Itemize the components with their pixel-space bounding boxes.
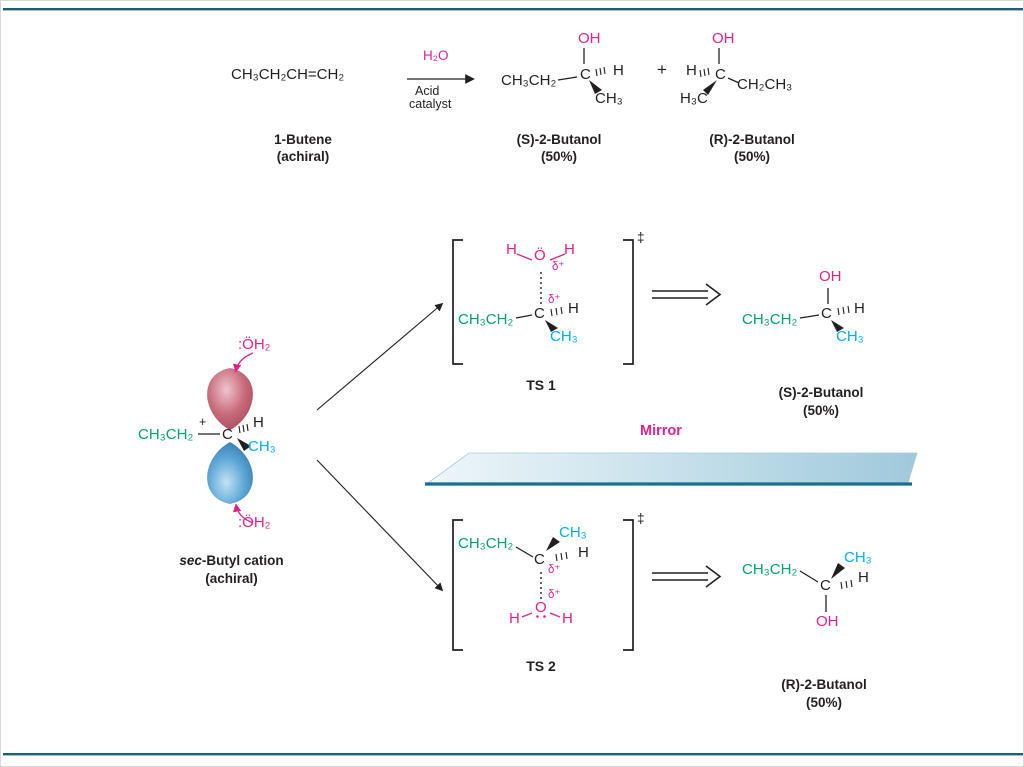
ts1-delta-c: δ⁺ [548,294,561,306]
mirror-slab [426,452,918,484]
product-r-bonds [799,563,853,612]
ts1-oxygen: Ö [534,247,546,264]
ts1-dagger-icon: ‡ [637,230,645,245]
ts1-bonds [515,253,566,332]
ts1-h-right: H [564,241,575,258]
butene-sublabel: (achiral) [276,149,330,164]
cation-ethyl: CH₃CH₂ [138,426,194,443]
ts1-ethyl: CH₃CH₂ [458,311,514,328]
product-r-oh: OH [816,613,839,630]
ts1-h-left: H [506,241,517,258]
s-butanol-c: C [580,66,591,83]
cation-label-sec: sec [179,553,202,568]
r-butanol-name: (R)-2-Butanol [709,132,795,147]
r-butanol-pct: (50%) [733,149,770,164]
cation-orbital [207,368,253,504]
s-butanol-methyl: CH₃ [595,90,623,107]
product-s-bonds [799,288,850,332]
product-s-c: C [821,305,832,322]
ts2-c: C [534,551,545,568]
ts1-c: C [534,305,545,322]
ts2-bonds [515,537,568,618]
cation-bonds [198,423,251,451]
s-butanol-ethyl: CH₃CH₂ [501,72,557,89]
water-attack-arrows [232,352,254,524]
result-arrow-bottom [652,565,722,588]
ts1-label: TS 1 [526,377,556,393]
s-butanol-name: (S)-2-Butanol [516,132,602,147]
ts1-methyl: CH₃ [550,328,578,345]
ts2-label: TS 2 [526,658,556,674]
ts2-dagger-icon: ‡ [637,511,645,526]
ts2-methyl: CH₃ [559,524,587,541]
r-butanol-c: C [715,66,726,83]
page-rules [3,8,1023,756]
butene-name: 1-Butene [274,132,332,147]
product-s-name: (S)-2-Butanol [778,385,864,400]
ts2-h: H [578,544,589,561]
product-r-name: (R)-2-Butanol [781,677,867,692]
ts2-h-left: H [509,610,520,627]
orbital-lobe-top [207,368,253,430]
mirror-plane [425,452,918,486]
ts2-brackets [452,519,634,651]
cation-charge: + [199,415,207,429]
plus-sign: + [657,60,667,79]
r-butanol-h: H [686,62,697,79]
water-top-label: :ÖH₂ [238,336,271,353]
product-s-pct: (50%) [802,403,839,418]
orbital-lobe-bottom [207,442,253,504]
ts1-brackets [452,239,634,365]
cation-methyl: CH₃ [248,438,276,455]
cation-label-rest: -Butyl cation [201,553,284,568]
h2o-label: H₂O [423,48,449,63]
r-butanol-ethyl: CH₂CH₃ [737,76,793,93]
acid-label: Acid [415,84,440,98]
ts2-oxygen: O [535,599,547,616]
cation-h: H [253,414,264,431]
product-s-ethyl: CH₃CH₂ [742,311,798,328]
s-butanol-h: H [613,62,624,79]
product-s-oh: OH [819,268,842,285]
cation-label: sec-Butyl cation [134,553,329,568]
s-butanol-oh: OH [578,30,601,47]
ts2-h-right: H [562,610,573,627]
ts1-h: H [568,300,579,317]
product-s-methyl: CH₃ [836,328,864,345]
product-s-h: H [854,300,865,317]
butene-formula: CH₃CH₂CH=CH₂ [231,66,345,83]
s-butanol-pct: (50%) [540,149,577,164]
ts2-delta-o: δ⁺ [548,589,561,601]
r-butanol-bonds [699,48,740,95]
r-butanol-oh: OH [712,30,735,47]
pathway-arrows [316,302,444,592]
product-r-h: H [858,569,869,586]
water-bottom-label: :ÖH₂ [238,514,271,531]
ts2-delta-c: δ⁺ [548,564,561,576]
product-r-ethyl: CH₃CH₂ [742,561,798,578]
result-arrow-top [652,283,722,306]
r-butanol-methyl: H₃C [680,90,708,107]
catalyst-label: catalyst [409,97,452,111]
ts2-ethyl: CH₃CH₂ [458,535,514,552]
product-r-pct: (50%) [805,695,842,710]
cation-sublabel: (achiral) [205,571,258,586]
ts1-delta-o: δ⁺ [552,261,565,273]
s-butanol-bonds [557,48,606,94]
product-r-methyl: CH₃ [844,549,872,566]
cation-c: C [222,426,233,443]
mirror-label: Mirror [640,423,682,439]
product-r-c: C [820,577,831,594]
